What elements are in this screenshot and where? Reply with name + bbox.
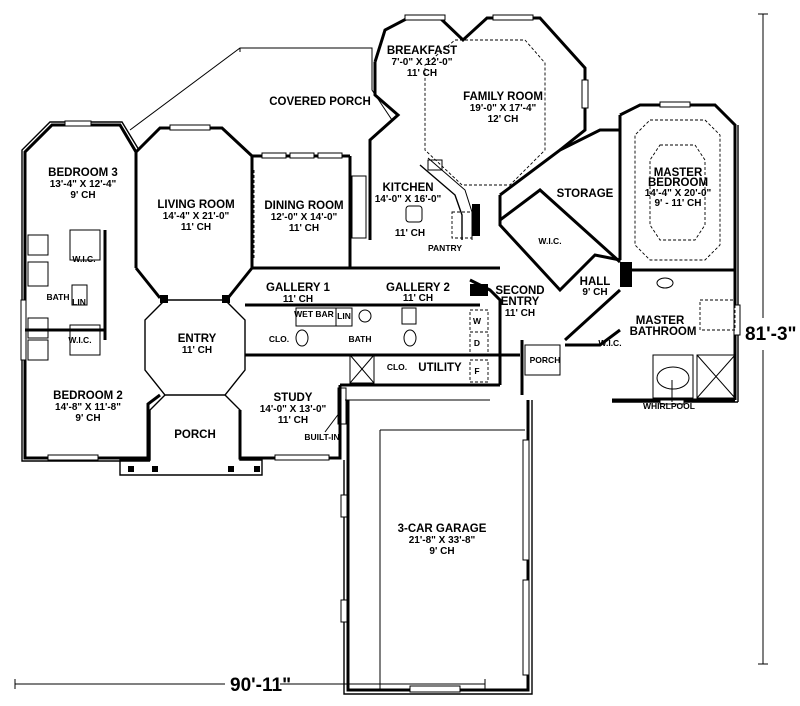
dining-room-ceiling: 11' CH (289, 223, 319, 234)
living-room-label: LIVING ROOM (157, 199, 234, 211)
gallery1-ceiling: 11' CH (283, 294, 313, 305)
entry-ceiling: 11' CH (182, 345, 212, 356)
garage-ceiling: 9' CH (429, 546, 454, 557)
washer-label: W (473, 316, 482, 326)
depth-dimension: 81'-3" (745, 13, 797, 665)
overall-depth-label: 81'-3" (745, 324, 797, 345)
hall-label: HALL (580, 276, 611, 288)
wic-bed3-label: W.I.C. (72, 254, 95, 264)
bedroom3-label: BEDROOM 3 (48, 167, 118, 179)
wic-master-bath-label: W.I.C. (598, 338, 621, 348)
built-in-label: BUILT-IN (304, 432, 339, 442)
pantry-label: PANTRY (428, 243, 462, 253)
master-bathroom-label-1: MASTER (636, 315, 685, 327)
kitchen-cabinets (351, 157, 480, 240)
width-dimension: 90'-11" (14, 675, 486, 696)
whirlpool-label: WHIRLPOOL (643, 401, 695, 411)
garage-walls (340, 400, 533, 695)
clo-utility-label: CLO. (387, 362, 407, 372)
breakfast-ceiling: 11' CH (407, 68, 437, 79)
entry-label: ENTRY (178, 333, 217, 345)
bedroom2-label: BEDROOM 2 (53, 390, 123, 402)
dining-room-walls (252, 152, 352, 268)
kitchen-ceiling: 11' CH (395, 228, 425, 239)
porch-front-label: PORCH (174, 429, 216, 441)
master-wing-walls (498, 101, 741, 405)
clo-gallery-label: CLO. (269, 334, 289, 344)
porch-side-label: PORCH (530, 355, 561, 365)
covered-porch-label: COVERED PORCH (269, 96, 371, 108)
dining-room-size: 12'-0" X 14'-0" (271, 212, 338, 223)
lin-hall-label: LIN (337, 311, 351, 321)
study-size: 14'-0" X 13'-0" (260, 404, 327, 415)
hall-ceiling: 9' CH (582, 287, 607, 298)
master-bedroom-size: 14'-4" X 20'-0" (645, 188, 712, 199)
dryer-label: D (474, 338, 480, 348)
overall-width-label: 90'-11" (230, 675, 291, 696)
wic-bed2-label: W.I.C. (68, 335, 91, 345)
freezer-label: F (474, 366, 479, 376)
side-porch-walls (520, 340, 561, 395)
gallery2-ceiling: 11' CH (403, 293, 433, 304)
living-room-walls (134, 124, 254, 268)
bath-hall-label: BATH (349, 334, 372, 344)
study-label: STUDY (274, 392, 313, 404)
gallery2-label: GALLERY 2 (386, 282, 450, 294)
bath-bedrooms-label: BATH (47, 292, 70, 302)
bedroom3-size: 13'-4" X 12'-4" (50, 179, 117, 190)
wic-master-closet-label: W.I.C. (538, 236, 561, 246)
kitchen-size: 14'-0" X 16'-0" (375, 194, 442, 205)
lin-bedrooms-label: LIN (72, 297, 86, 307)
second-entry-ceiling: 11' CH (505, 308, 535, 319)
gallery1-label: GALLERY 1 (266, 282, 331, 294)
breakfast-family-walls (368, 14, 589, 240)
second-entry-label-1: SECOND (495, 285, 544, 297)
dining-room-label: DINING ROOM (264, 200, 343, 212)
master-bedroom-ceiling: 9' - 11' CH (655, 198, 702, 209)
master-bedroom-label-1: MASTER (654, 167, 703, 179)
master-bedroom-label-2: BEDROOM (648, 177, 708, 189)
breakfast-size: 7'-0" X 12'-0" (392, 57, 453, 68)
living-room-ceiling: 11' CH (181, 222, 211, 233)
family-room-size: 19'-0" X 17'-4" (470, 103, 537, 114)
kitchen-label: KITCHEN (382, 182, 433, 194)
second-entry-label-2: ENTRY (501, 296, 540, 308)
breakfast-label: BREAKFAST (387, 45, 457, 57)
garage-size: 21'-8" X 33'-8" (409, 535, 476, 546)
bedroom2-size: 14'-8" X 11'-8" (55, 402, 121, 413)
bedroom2-walls (21, 229, 161, 462)
family-room-label: FAMILY ROOM (463, 91, 543, 103)
family-room-ceiling: 12' CH (488, 114, 519, 125)
master-bathroom-label-2: BATHROOM (630, 326, 697, 338)
wet-bar-label: WET BAR (294, 309, 334, 319)
utility-label: UTILITY (418, 362, 462, 374)
study-ceiling: 11' CH (278, 415, 308, 426)
bedroom3-walls (20, 120, 140, 415)
gallery2-utility-walls (245, 266, 520, 401)
study-walls (238, 385, 347, 461)
storage-label: STORAGE (557, 188, 614, 200)
living-room-size: 14'-4" X 21'-0" (163, 211, 230, 222)
garage-label: 3-CAR GARAGE (398, 523, 487, 535)
bedroom2-ceiling: 9' CH (75, 413, 100, 424)
bedroom3-ceiling: 9' CH (70, 190, 95, 201)
covered-porch-outline (129, 47, 393, 131)
